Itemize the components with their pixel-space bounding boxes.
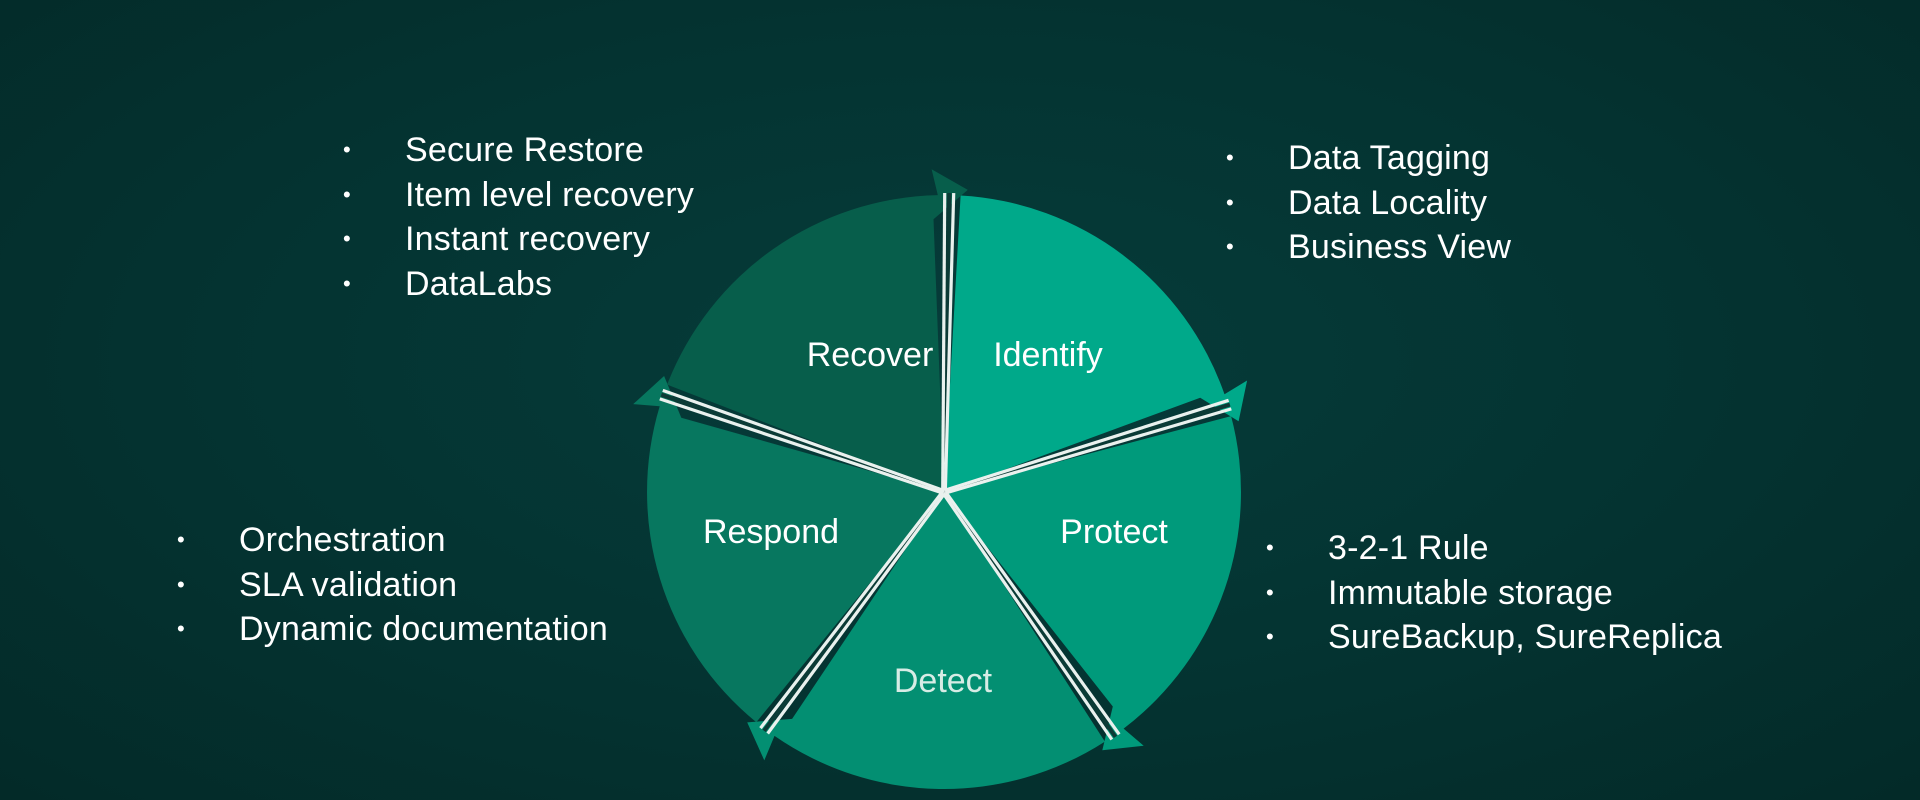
bullet-icon: •: [343, 137, 351, 162]
bullet-icon: •: [1226, 145, 1234, 170]
list-item: •Dynamic documentation: [177, 607, 608, 652]
bullet-icon: •: [343, 270, 351, 296]
protect-capabilities-list: •3-2-1 Rule •Immutable storage •SureBack…: [1266, 526, 1722, 660]
segment-separator: [941, 192, 956, 493]
segment-label-protect: Protect: [1060, 513, 1168, 551]
respond-capabilities-list: •Orchestration •SLA validation •Dynamic …: [177, 518, 608, 652]
list-item: •Item level recovery: [343, 173, 694, 218]
list-item: •Instant recovery: [343, 217, 694, 262]
bullet-icon: •: [1226, 189, 1234, 215]
list-item: •Data Tagging: [1226, 136, 1511, 181]
list-item: •SureBackup, SureReplica: [1266, 615, 1722, 660]
bullet-icon: •: [177, 527, 185, 552]
list-item: •Data Locality: [1226, 181, 1511, 226]
list-item: •Business View: [1226, 225, 1511, 270]
identify-capabilities-list: •Data Tagging •Data Locality •Business V…: [1226, 136, 1511, 270]
segment-separator: [659, 388, 945, 495]
list-item: •Immutable storage: [1266, 571, 1722, 616]
segment-detect: [747, 492, 1105, 789]
segment-separator: [943, 398, 1232, 495]
segment-label-recover: Recover: [807, 336, 934, 374]
segment-identify: [944, 195, 1248, 492]
bullet-icon: •: [1266, 579, 1274, 605]
bullet-icon: •: [343, 181, 351, 207]
segment-protect: [944, 416, 1241, 751]
segment-label-identify: Identify: [993, 336, 1103, 374]
list-item: •SLA validation: [177, 563, 608, 608]
segment-label-detect: Detect: [894, 662, 993, 700]
list-item: •Secure Restore: [343, 128, 694, 173]
bullet-icon: •: [1266, 624, 1274, 649]
segment-recover: [667, 169, 968, 492]
recover-capabilities-list: •Secure Restore •Item level recovery •In…: [343, 128, 694, 306]
segment-label-respond: Respond: [703, 513, 839, 551]
bullet-icon: •: [343, 226, 351, 251]
bullet-icon: •: [177, 571, 185, 597]
segment-respond: [633, 376, 944, 723]
bullet-icon: •: [1226, 234, 1234, 259]
segment-separator: [759, 490, 947, 735]
bullet-icon: •: [1266, 535, 1274, 560]
segment-separator: [941, 490, 1121, 741]
list-item: •3-2-1 Rule: [1266, 526, 1722, 571]
list-item: •Orchestration: [177, 518, 608, 563]
list-item: •DataLabs: [343, 262, 694, 307]
bullet-icon: •: [177, 616, 185, 641]
